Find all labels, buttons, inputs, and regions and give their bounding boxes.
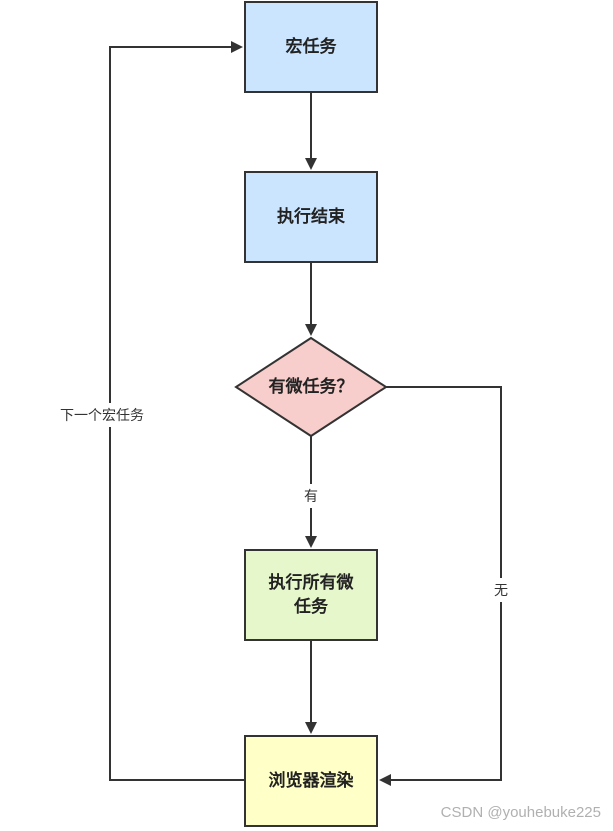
render-box [244, 735, 378, 827]
macro-task-label: 宏任务 [285, 37, 337, 57]
edge-label-no: 无 [492, 578, 510, 602]
exec-all-micro-label: 执行所有微 任务 [268, 573, 354, 617]
edge-label-yes: 有 [302, 484, 320, 508]
edge-label-next-macro: 下一个宏任务 [58, 403, 146, 427]
exec-all-micro-box [244, 549, 378, 641]
edge-diamond-no-to-render [379, 386, 502, 786]
exec-end-box [244, 171, 378, 263]
render-label: 浏览器渲染 [268, 771, 354, 791]
macro-task-box [244, 1, 378, 93]
has-micro-label: 有微任务？ [268, 377, 354, 397]
csdn-watermark: CSDN @youhebuke225 [440, 804, 601, 821]
exec-end-label: 执行结束 [277, 207, 345, 227]
